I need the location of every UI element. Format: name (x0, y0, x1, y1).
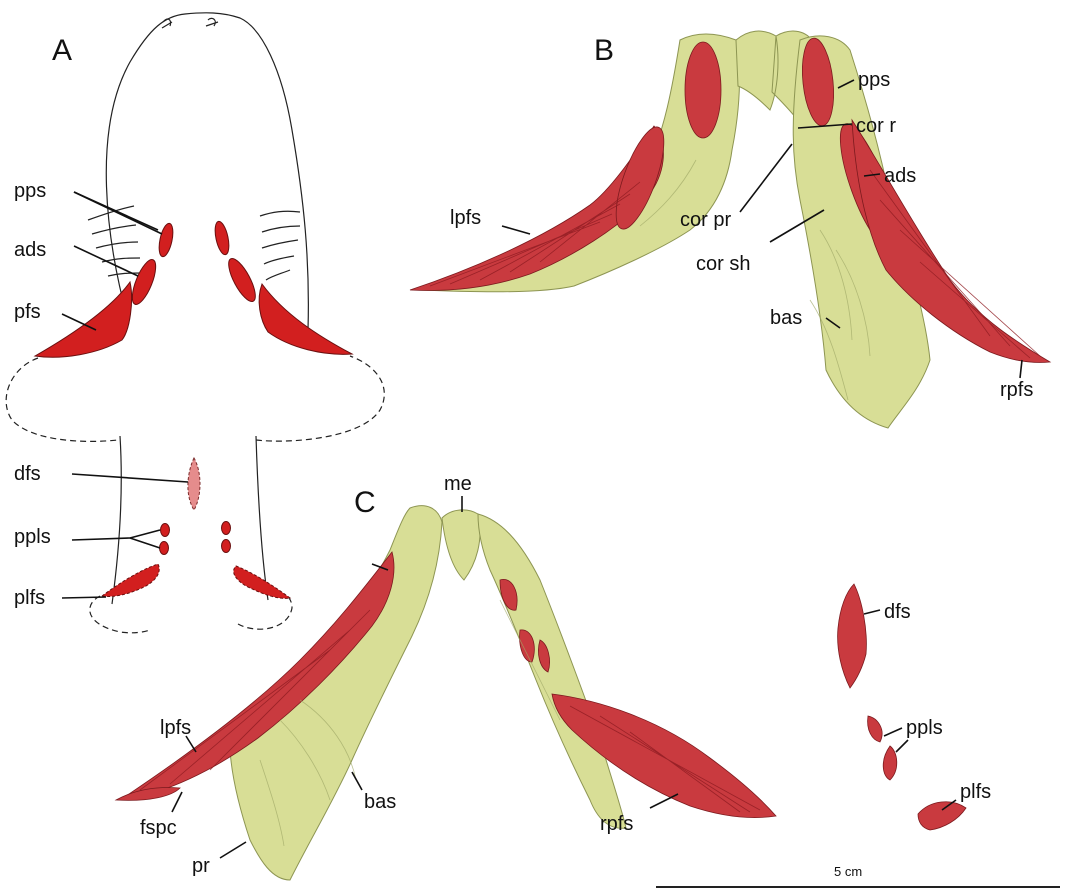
leader-b-lpfs (502, 226, 530, 234)
leader-c-dfs (864, 610, 880, 614)
pps-right (213, 220, 232, 256)
label-b-rpfs: rpfs (1000, 379, 1033, 401)
label-a-plfs: plfs (14, 587, 45, 609)
ads-right (224, 255, 261, 305)
label-a-ppls: ppls (14, 526, 51, 548)
panel-a: A (6, 13, 384, 633)
c-left-cartilage (230, 506, 442, 880)
ppls-left-1 (161, 524, 170, 537)
label-c-dfs: dfs (884, 601, 911, 623)
panel-a-letter: A (52, 34, 72, 67)
leader-c-bas (352, 772, 362, 790)
label-c-pr: pr (192, 855, 210, 877)
leader-c-fspc (172, 792, 182, 812)
ppls-right-1 (222, 522, 231, 535)
snout-marks (162, 18, 218, 28)
b-pps-left (685, 42, 721, 138)
ppls-right-2 (222, 540, 231, 553)
plfs-right (234, 566, 290, 598)
ppls-left-2 (160, 542, 169, 555)
label-b-cor-pr: cor pr (680, 209, 731, 231)
label-c-bas: bas (364, 791, 396, 813)
gill-slits-right (260, 211, 300, 280)
leader-c-pr (220, 842, 246, 858)
c-isolated-ppls-1 (868, 716, 882, 742)
label-b-cor-r: cor r (856, 115, 896, 137)
label-b-lpfs: lpfs (450, 207, 481, 229)
leader-b-rpfs (1020, 360, 1022, 378)
pfs-left (35, 282, 132, 357)
leader-c-ppls-1 (884, 728, 902, 736)
leader-c-rpfs (650, 794, 678, 808)
leader-b-cor-pr (740, 144, 792, 212)
label-b-cor-sh: cor sh (696, 253, 750, 275)
c-isolated-ppls-2 (883, 746, 897, 780)
panel-b: B pps cor r ads lpfs (410, 31, 1050, 428)
trunk-left (112, 436, 121, 604)
c-isolated-dfs (838, 584, 867, 688)
pectoral-disc-outline (6, 356, 384, 441)
dfs-shape (188, 458, 200, 510)
label-c-ppls: ppls (906, 717, 943, 739)
label-b-ads: ads (884, 165, 916, 187)
scale-bar-label: 5 cm (834, 864, 862, 879)
label-a-ads: ads (14, 239, 46, 261)
label-a-dfs: dfs (14, 463, 41, 485)
panel-c: C me (116, 473, 991, 880)
label-b-bas: bas (770, 307, 802, 329)
c-isolated-plfs (918, 802, 966, 830)
label-a-pfs: pfs (14, 301, 41, 323)
label-a-pps: pps (14, 180, 46, 202)
scale-bar: 5 cm (656, 864, 1060, 887)
trunk-right (256, 436, 268, 600)
panel-b-letter: B (594, 34, 614, 67)
c-right-cartilage (478, 514, 626, 828)
leader-c-ppls-2 (896, 740, 908, 752)
c-mid-lobe (442, 510, 480, 580)
leader-a-pps-2 (74, 192, 158, 230)
leader-a-plfs (62, 597, 106, 598)
plfs-left (102, 564, 159, 597)
label-c-me: me (444, 473, 472, 495)
leader-a-ads (74, 246, 138, 276)
leader-a-ppls-0 (72, 538, 130, 540)
pelvic-outline-right (238, 594, 292, 629)
c-fspc (116, 788, 180, 801)
leader-a-ppls-1 (130, 530, 160, 538)
ads-left (128, 257, 161, 307)
leader-a-ppls-2 (130, 538, 160, 548)
panel-c-letter: C (354, 486, 376, 519)
leader-a-dfs (72, 474, 188, 482)
pelvic-outline-left (90, 596, 150, 633)
label-c-fspc: fspc (140, 817, 177, 839)
label-c-lpfs: lpfs (160, 717, 191, 739)
pfs-right (259, 284, 352, 354)
label-c-plfs: plfs (960, 781, 991, 803)
pps-left (157, 222, 176, 258)
label-b-pps: pps (858, 69, 890, 91)
label-c-rpfs: rpfs (600, 813, 633, 835)
